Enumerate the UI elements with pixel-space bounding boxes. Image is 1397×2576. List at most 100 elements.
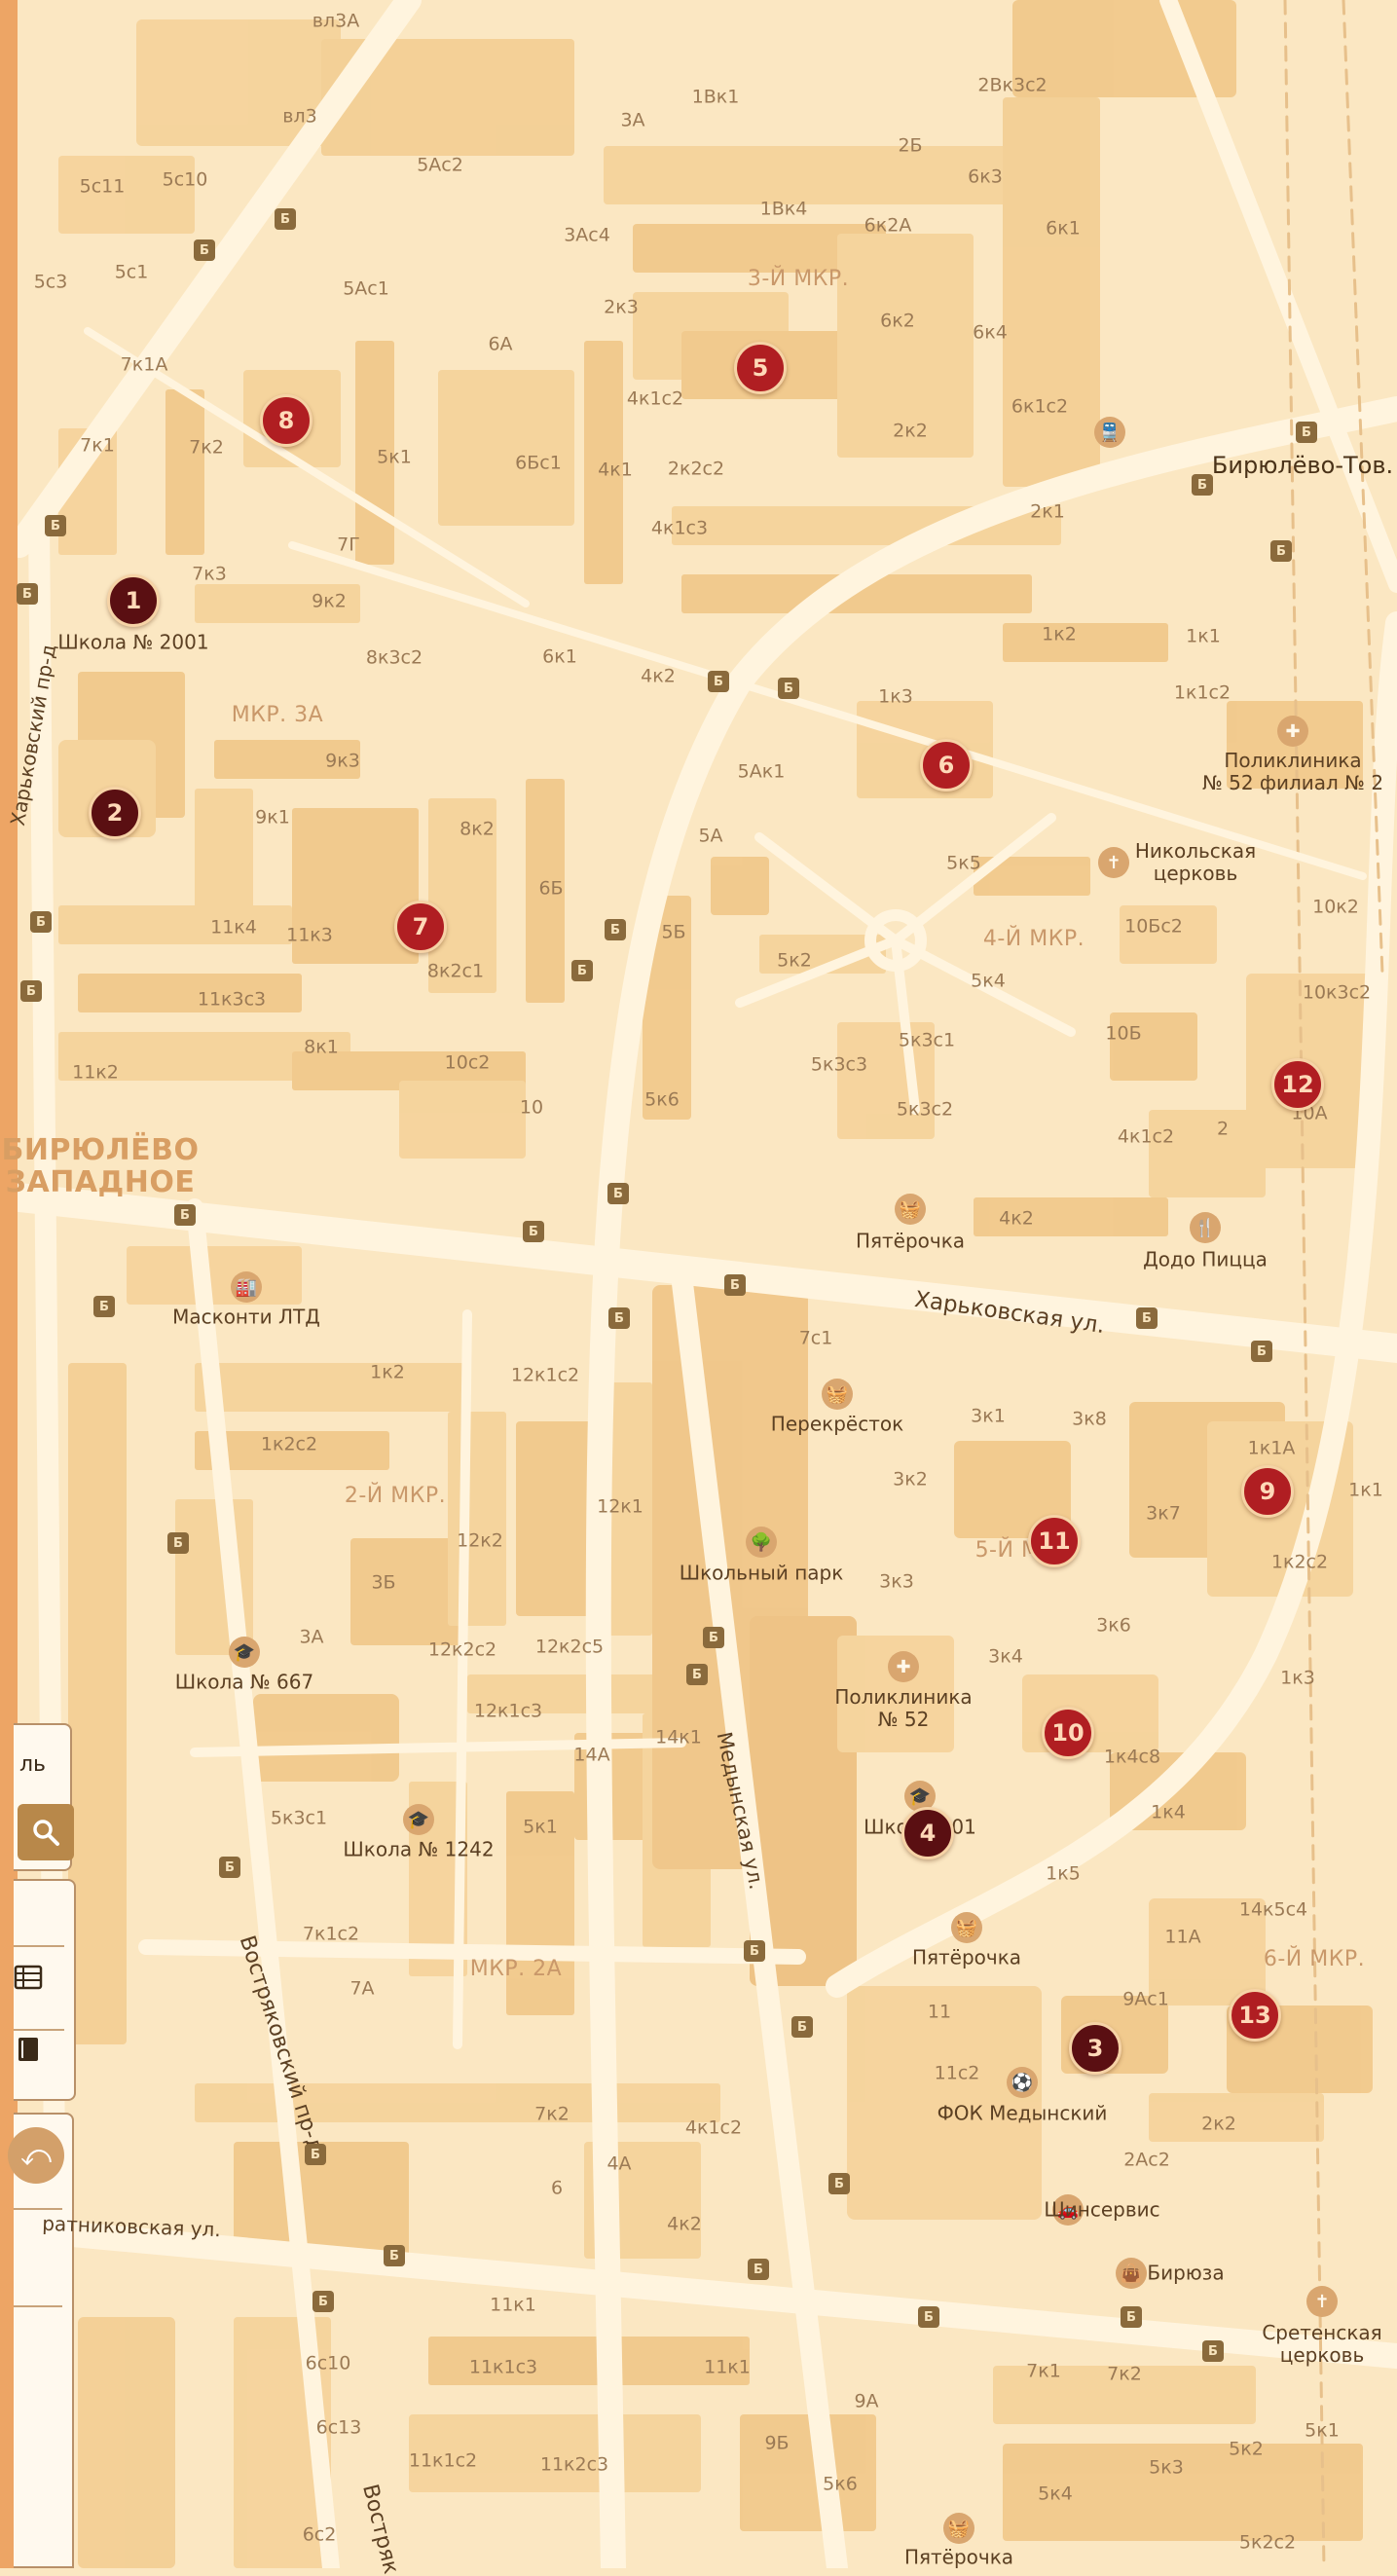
poi-label[interactable]: Додо Пицца: [1143, 1248, 1268, 1271]
school-icon[interactable]: 🎓: [403, 1804, 434, 1835]
sport-icon[interactable]: ⚽: [1007, 2067, 1038, 2098]
bus-stop-icon[interactable]: Б: [1192, 474, 1213, 496]
bus-stop-icon[interactable]: Б: [30, 911, 52, 933]
bus-stop-icon[interactable]: Б: [1136, 1307, 1158, 1329]
school-icon[interactable]: 🎓: [904, 1781, 936, 1812]
bus-stop-icon[interactable]: Б: [1270, 540, 1292, 562]
poi-label[interactable]: Масконти ЛТД: [172, 1306, 320, 1329]
bus-stop-icon[interactable]: Б: [93, 1296, 115, 1317]
bus-stop-icon[interactable]: Б: [174, 1204, 196, 1226]
map-marker-4[interactable]: 4: [901, 1807, 954, 1859]
school-icon[interactable]: 🎓: [229, 1637, 260, 1668]
map-marker-8[interactable]: 8: [260, 394, 312, 447]
search-field-text[interactable]: ль: [19, 1752, 47, 1777]
poi-label-line: Бирюза: [1147, 2261, 1225, 2285]
bus-stop-icon[interactable]: Б: [708, 671, 729, 692]
poi-label[interactable]: Шинсервис: [1044, 2198, 1159, 2222]
bus-stop-icon[interactable]: Б: [305, 2144, 326, 2165]
bus-stop-icon[interactable]: Б: [918, 2306, 939, 2328]
bus-stop-icon[interactable]: Б: [828, 2173, 850, 2194]
bus-stop-icon[interactable]: Б: [1251, 1341, 1272, 1362]
bus-stop-icon[interactable]: Б: [748, 2259, 769, 2280]
house-number-label: 6Б: [538, 877, 564, 900]
map-marker-9[interactable]: 9: [1241, 1465, 1294, 1518]
map-marker-2[interactable]: 2: [89, 787, 141, 839]
bus-stop-icon[interactable]: Б: [791, 2016, 813, 2038]
bus-stop-icon[interactable]: Б: [778, 678, 799, 699]
back-button[interactable]: ⤺: [8, 2127, 64, 2184]
poi-label-line: Перекрёсток: [770, 1412, 904, 1436]
bus-stop-icon[interactable]: Б: [1296, 422, 1317, 443]
bus-stop-icon[interactable]: Б: [703, 1627, 724, 1648]
poi-label[interactable]: Школа № 2001: [57, 631, 208, 654]
poi-label[interactable]: Бирюза: [1147, 2261, 1225, 2285]
factory-icon[interactable]: 🏭: [231, 1271, 262, 1303]
district-label: 5-Й М: [974, 1538, 1041, 1563]
poi-label[interactable]: ФОК Медынский: [937, 2102, 1108, 2125]
shop-basket-icon[interactable]: 🧺: [951, 1912, 982, 1943]
poi-label[interactable]: Школьный парк: [680, 1562, 844, 1585]
church-icon[interactable]: ✝: [1306, 2286, 1338, 2317]
map-marker-10[interactable]: 10: [1042, 1707, 1094, 1759]
bus-stop-icon[interactable]: Б: [571, 960, 593, 981]
poi-label[interactable]: Пятёрочка: [856, 1230, 965, 1253]
house-number-label: 5к1: [523, 1816, 558, 1838]
bus-stop-icon[interactable]: Б: [17, 583, 38, 605]
house-number-label: 5Ас2: [417, 154, 463, 176]
bus-stop-icon[interactable]: Б: [744, 1940, 765, 1962]
bus-stop-icon[interactable]: Б: [45, 515, 66, 536]
map-marker-6[interactable]: 6: [920, 739, 973, 791]
map-marker-11[interactable]: 11: [1028, 1515, 1081, 1567]
bus-stop-icon[interactable]: Б: [219, 1857, 240, 1878]
park-tree-icon[interactable]: 🌳: [746, 1527, 777, 1558]
bus-stop-icon[interactable]: Б: [20, 980, 42, 1002]
bus-stop-icon[interactable]: Б: [384, 2245, 405, 2266]
bus-stop-icon[interactable]: Б: [523, 1221, 544, 1242]
bus-stop-icon[interactable]: Б: [605, 919, 626, 940]
bus-stop-icon[interactable]: Б: [1202, 2340, 1224, 2362]
bus-stop-icon[interactable]: Б: [1121, 2306, 1142, 2328]
shop-bag-icon[interactable]: 👜: [1116, 2258, 1147, 2289]
poi-label[interactable]: Пятёрочка: [912, 1946, 1021, 1969]
map-marker-1[interactable]: 1: [107, 574, 160, 627]
shop-basket-icon[interactable]: 🧺: [822, 1379, 853, 1410]
shop-basket-icon[interactable]: 🧺: [895, 1194, 926, 1225]
poi-label[interactable]: Школа № 1242: [343, 1838, 494, 1861]
map-marker-5[interactable]: 5: [734, 342, 787, 394]
clinic-icon[interactable]: ✚: [1277, 716, 1308, 747]
house-number-label: 5к6: [644, 1088, 680, 1111]
map-marker-12[interactable]: 12: [1271, 1058, 1324, 1111]
house-number-label: 9А: [854, 2390, 879, 2412]
shop-basket-icon[interactable]: 🧺: [943, 2513, 974, 2544]
station-label[interactable]: Бирюлёво-Тов.: [1211, 452, 1394, 479]
train-station-icon[interactable]: 🚆: [1094, 417, 1125, 448]
search-button[interactable]: [18, 1804, 74, 1860]
book-icon[interactable]: [16, 2035, 41, 2071]
bus-stop-icon[interactable]: Б: [608, 1307, 630, 1329]
bus-stop-icon[interactable]: Б: [275, 208, 296, 230]
map-marker-13[interactable]: 13: [1229, 1989, 1281, 2042]
bus-stop-icon[interactable]: Б: [194, 239, 215, 261]
bus-stop-icon[interactable]: Б: [724, 1274, 746, 1296]
map-marker-3[interactable]: 3: [1069, 2022, 1121, 2075]
map-marker-7[interactable]: 7: [394, 901, 447, 953]
church-icon[interactable]: ✝: [1098, 847, 1129, 878]
house-number-label: 4А: [607, 2153, 632, 2175]
bus-stop-icon[interactable]: Б: [607, 1183, 629, 1204]
poi-label[interactable]: Школа № 667: [175, 1671, 313, 1694]
bus-stop-icon[interactable]: Б: [312, 2291, 334, 2312]
house-number-label: 7к1: [1026, 2360, 1061, 2382]
restaurant-icon[interactable]: 🍴: [1190, 1212, 1221, 1243]
poi-label[interactable]: Перекрёсток: [770, 1412, 904, 1436]
car-service-icon[interactable]: 🚗: [1052, 2194, 1084, 2226]
list-icon[interactable]: [14, 1963, 43, 1999]
bus-stop-icon[interactable]: Б: [686, 1664, 708, 1685]
poi-label[interactable]: Пятёрочка: [904, 2546, 1013, 2569]
bus-stop-icon[interactable]: Б: [167, 1532, 189, 1554]
clinic-icon[interactable]: ✚: [888, 1651, 919, 1682]
